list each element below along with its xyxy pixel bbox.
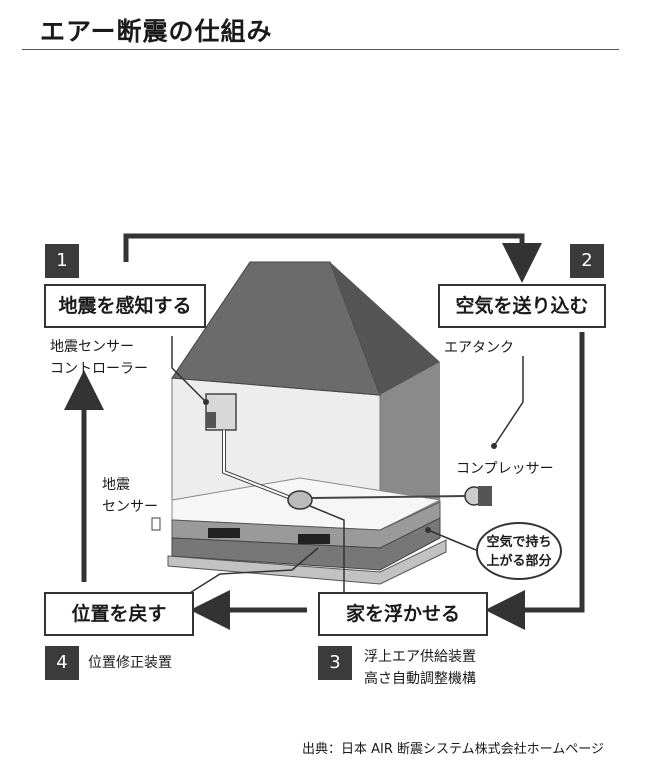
compressor-label: コンプレッサー — [456, 461, 554, 477]
step-3-detail-line2: 高さ自動調整機構 — [364, 671, 476, 687]
seismic-sensor-label-line2: センサー — [102, 499, 158, 515]
leader-lift-part — [427, 529, 477, 551]
leader-step4 — [184, 547, 319, 597]
step-number-2: 2 — [570, 244, 604, 278]
step-4-box: 位置を戻す — [44, 592, 194, 636]
seismic-sensor-label-line1: 地震 — [102, 477, 130, 493]
step-number-3: 3 — [318, 646, 352, 680]
foundation-ground — [167, 539, 447, 585]
air-tank-label: エアタンク — [444, 340, 514, 356]
controller-label-line2: コントローラー — [50, 361, 148, 377]
title-divider — [22, 49, 619, 50]
step-1-box: 地震を感知する — [44, 284, 206, 328]
page-title: エアー断震の仕組み — [40, 17, 273, 46]
air-supply-device — [287, 490, 313, 510]
house-roof-side — [330, 262, 440, 395]
controller-label-line1: 地震センサー — [50, 339, 134, 355]
controller-label: 地震センサー コントローラー — [50, 336, 148, 380]
lift-part-callout: 空気で持ち 上がる部分 — [476, 522, 562, 580]
foundation-recess-left — [208, 528, 240, 538]
seismic-sensor — [151, 517, 161, 531]
leader-step3 — [309, 505, 345, 596]
step-3-box: 家を浮かせる — [318, 592, 488, 636]
flow-arrow-1-to-2 — [123, 233, 542, 283]
step-4-detail: 位置修正装置 — [88, 655, 172, 671]
step-3-detail: 浮上エア供給装置 高さ自動調整機構 — [364, 646, 476, 690]
house-illustration — [151, 261, 492, 585]
leader-controller — [171, 336, 207, 403]
step-number-1: 1 — [45, 244, 79, 278]
seismic-sensor-label: 地震 センサー — [102, 474, 158, 518]
lift-part-line2: 上がる部分 — [486, 554, 552, 569]
flow-arrow-2-to-3 — [485, 332, 585, 630]
step-2-box: 空気を送り込む — [438, 284, 606, 328]
source-credit: 出典：日本 AIR 断震システム株式会社ホームページ — [302, 742, 604, 757]
lift-part-line1: 空気で持ち — [486, 535, 552, 550]
step-3-detail-line1: 浮上エア供給装置 — [364, 649, 476, 665]
step-number-4: 4 — [45, 646, 79, 680]
leader-air-tank — [493, 356, 524, 447]
foundation-recess-right — [298, 534, 330, 544]
